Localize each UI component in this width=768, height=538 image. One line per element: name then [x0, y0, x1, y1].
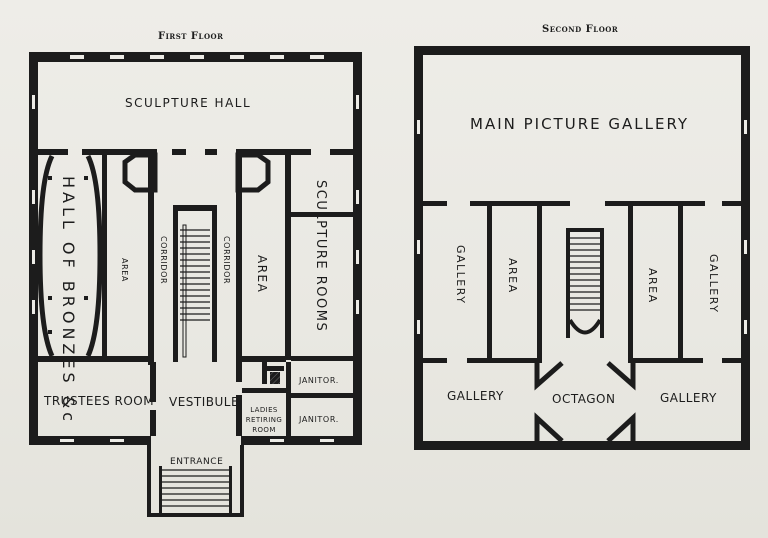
label-area-right: AREA — [255, 255, 269, 294]
label-janitor-upper: JANITOR. — [299, 376, 339, 385]
first-floor-plan — [29, 52, 362, 517]
label-octagon: OCTAGON — [552, 392, 616, 406]
label-gallery-bottom-left: GALLERY — [447, 389, 504, 403]
label-area-left: AREA — [120, 258, 129, 282]
ff-wall-bottom-left — [29, 436, 151, 445]
label-vestibule: VESTIBULE — [169, 395, 240, 409]
ff-wall-right — [353, 52, 362, 445]
sf-wall-top — [414, 46, 750, 55]
ff-wall-bottom-right — [241, 436, 362, 445]
label-sculpture-hall: SCULPTURE HALL — [125, 96, 252, 110]
second-floor-title: Second Floor — [542, 24, 619, 35]
label-area-left-2: AREA — [506, 258, 519, 294]
label-ladies-retiring-room: LADIES RETIRING ROOM — [245, 406, 283, 434]
label-area-right-2: AREA — [646, 268, 659, 304]
label-entrance: ENTRANCE — [170, 457, 224, 467]
sf-wall-bottom — [414, 441, 750, 450]
label-main-picture-gallery: MAIN PICTURE GALLERY — [470, 115, 690, 133]
label-corridor-right: CORRIDOR — [222, 236, 231, 285]
label-gallery-bottom-right: GALLERY — [660, 391, 717, 405]
first-floor-title: First Floor — [158, 31, 224, 42]
label-corridor-left: CORRIDOR — [159, 236, 168, 285]
label-janitor-lower: JANITOR. — [299, 415, 339, 424]
label-hall-of-bronzes: HALL OF BRONZES &c — [59, 176, 78, 426]
label-sculpture-rooms: SCULPTURE ROOMS — [313, 180, 328, 333]
label-gallery-left: GALLERY — [454, 245, 467, 305]
label-gallery-right: GALLERY — [707, 254, 720, 314]
second-floor-plan — [414, 46, 750, 450]
label-trustees-room: TRUSTEES ROOM — [44, 394, 155, 408]
ff-wall-left — [29, 52, 38, 445]
